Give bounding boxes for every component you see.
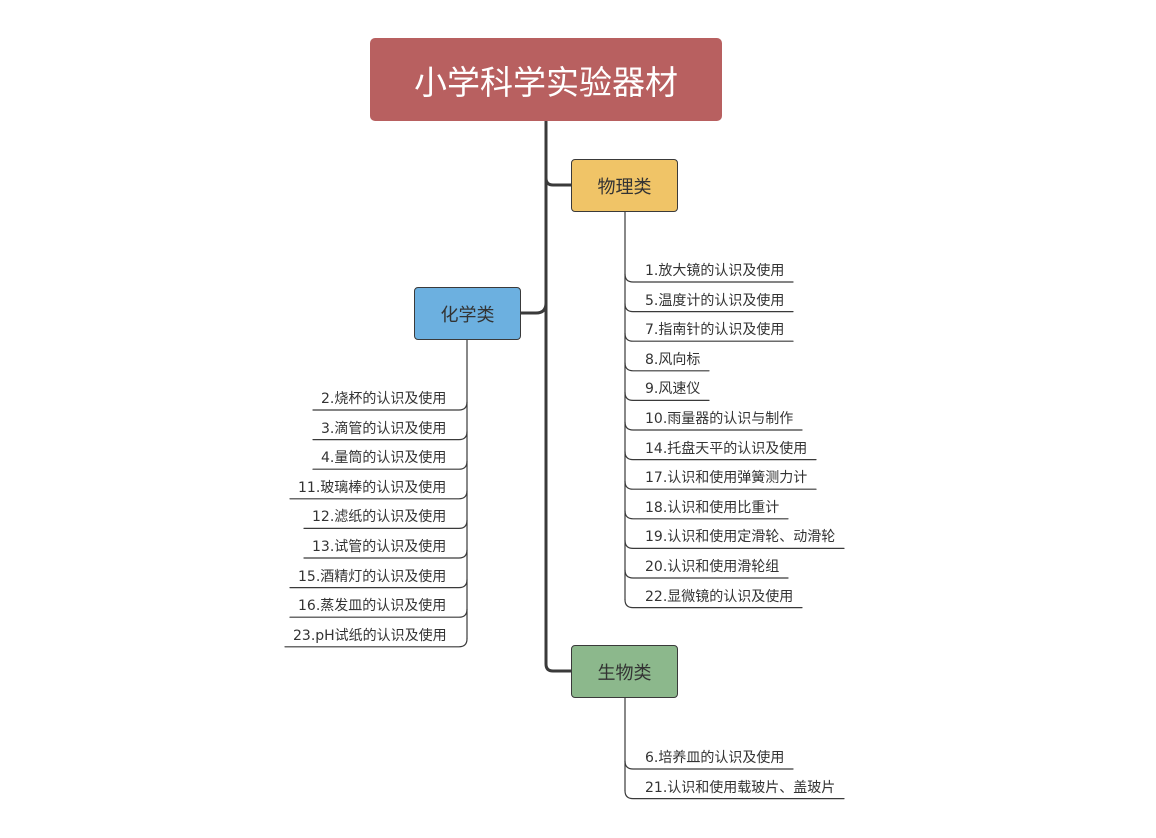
physics-item[interactable]: 17.认识和使用弹簧测力计 <box>645 470 808 487</box>
chemistry-item[interactable]: 3.滴管的认识及使用 <box>321 420 447 437</box>
chemistry-item[interactable]: 4.量筒的认识及使用 <box>321 450 447 467</box>
biology-item[interactable]: 21.认识和使用载玻片、盖玻片 <box>645 779 836 796</box>
physics-item[interactable]: 5.温度计的认识及使用 <box>645 292 785 309</box>
physics-item[interactable]: 8.风向标 <box>645 351 701 368</box>
branch-physics-label: 物理类 <box>597 176 652 198</box>
chemistry-item[interactable]: 13.试管的认识及使用 <box>312 539 447 555</box>
chemistry-item[interactable]: 11.玻璃棒的认识及使用 <box>298 479 447 496</box>
chemistry-item[interactable]: 23.pH试纸的认识及使用 <box>293 627 447 644</box>
root-topic[interactable]: 小学科学实验器材 <box>370 38 722 121</box>
physics-item[interactable]: 9.风速仪 <box>645 381 701 398</box>
physics-item[interactable]: 1.放大镜的认识及使用 <box>645 263 785 279</box>
chemistry-item[interactable]: 12.滤纸的认识及使用 <box>312 509 447 526</box>
branch-physics[interactable]: 物理类 <box>571 159 678 212</box>
physics-item[interactable]: 18.认识和使用比重计 <box>645 499 780 516</box>
root-topic-label: 小学科学实验器材 <box>414 62 678 102</box>
chemistry-item[interactable]: 2.烧杯的认识及使用 <box>321 391 447 407</box>
physics-item[interactable]: 7.指南针的认识及使用 <box>645 322 785 339</box>
branch-chemistry[interactable]: 化学类 <box>414 287 521 340</box>
branch-biology-label: 生物类 <box>597 662 652 684</box>
physics-item[interactable]: 19.认识和使用定滑轮、动滑轮 <box>645 529 836 546</box>
physics-item[interactable]: 10.雨量器的认识与制作 <box>645 411 794 427</box>
branch-biology[interactable]: 生物类 <box>571 645 678 698</box>
biology-item[interactable]: 6.培养皿的认识及使用 <box>645 750 785 766</box>
chemistry-item[interactable]: 16.蒸发皿的认识及使用 <box>298 598 447 615</box>
physics-item[interactable]: 20.认识和使用滑轮组 <box>645 559 780 575</box>
physics-item[interactable]: 14.托盘天平的认识及使用 <box>645 440 808 457</box>
chemistry-item[interactable]: 15.酒精灯的认识及使用 <box>298 568 447 585</box>
physics-item[interactable]: 22.显微镜的认识及使用 <box>645 588 794 605</box>
branch-chemistry-label: 化学类 <box>440 304 495 326</box>
